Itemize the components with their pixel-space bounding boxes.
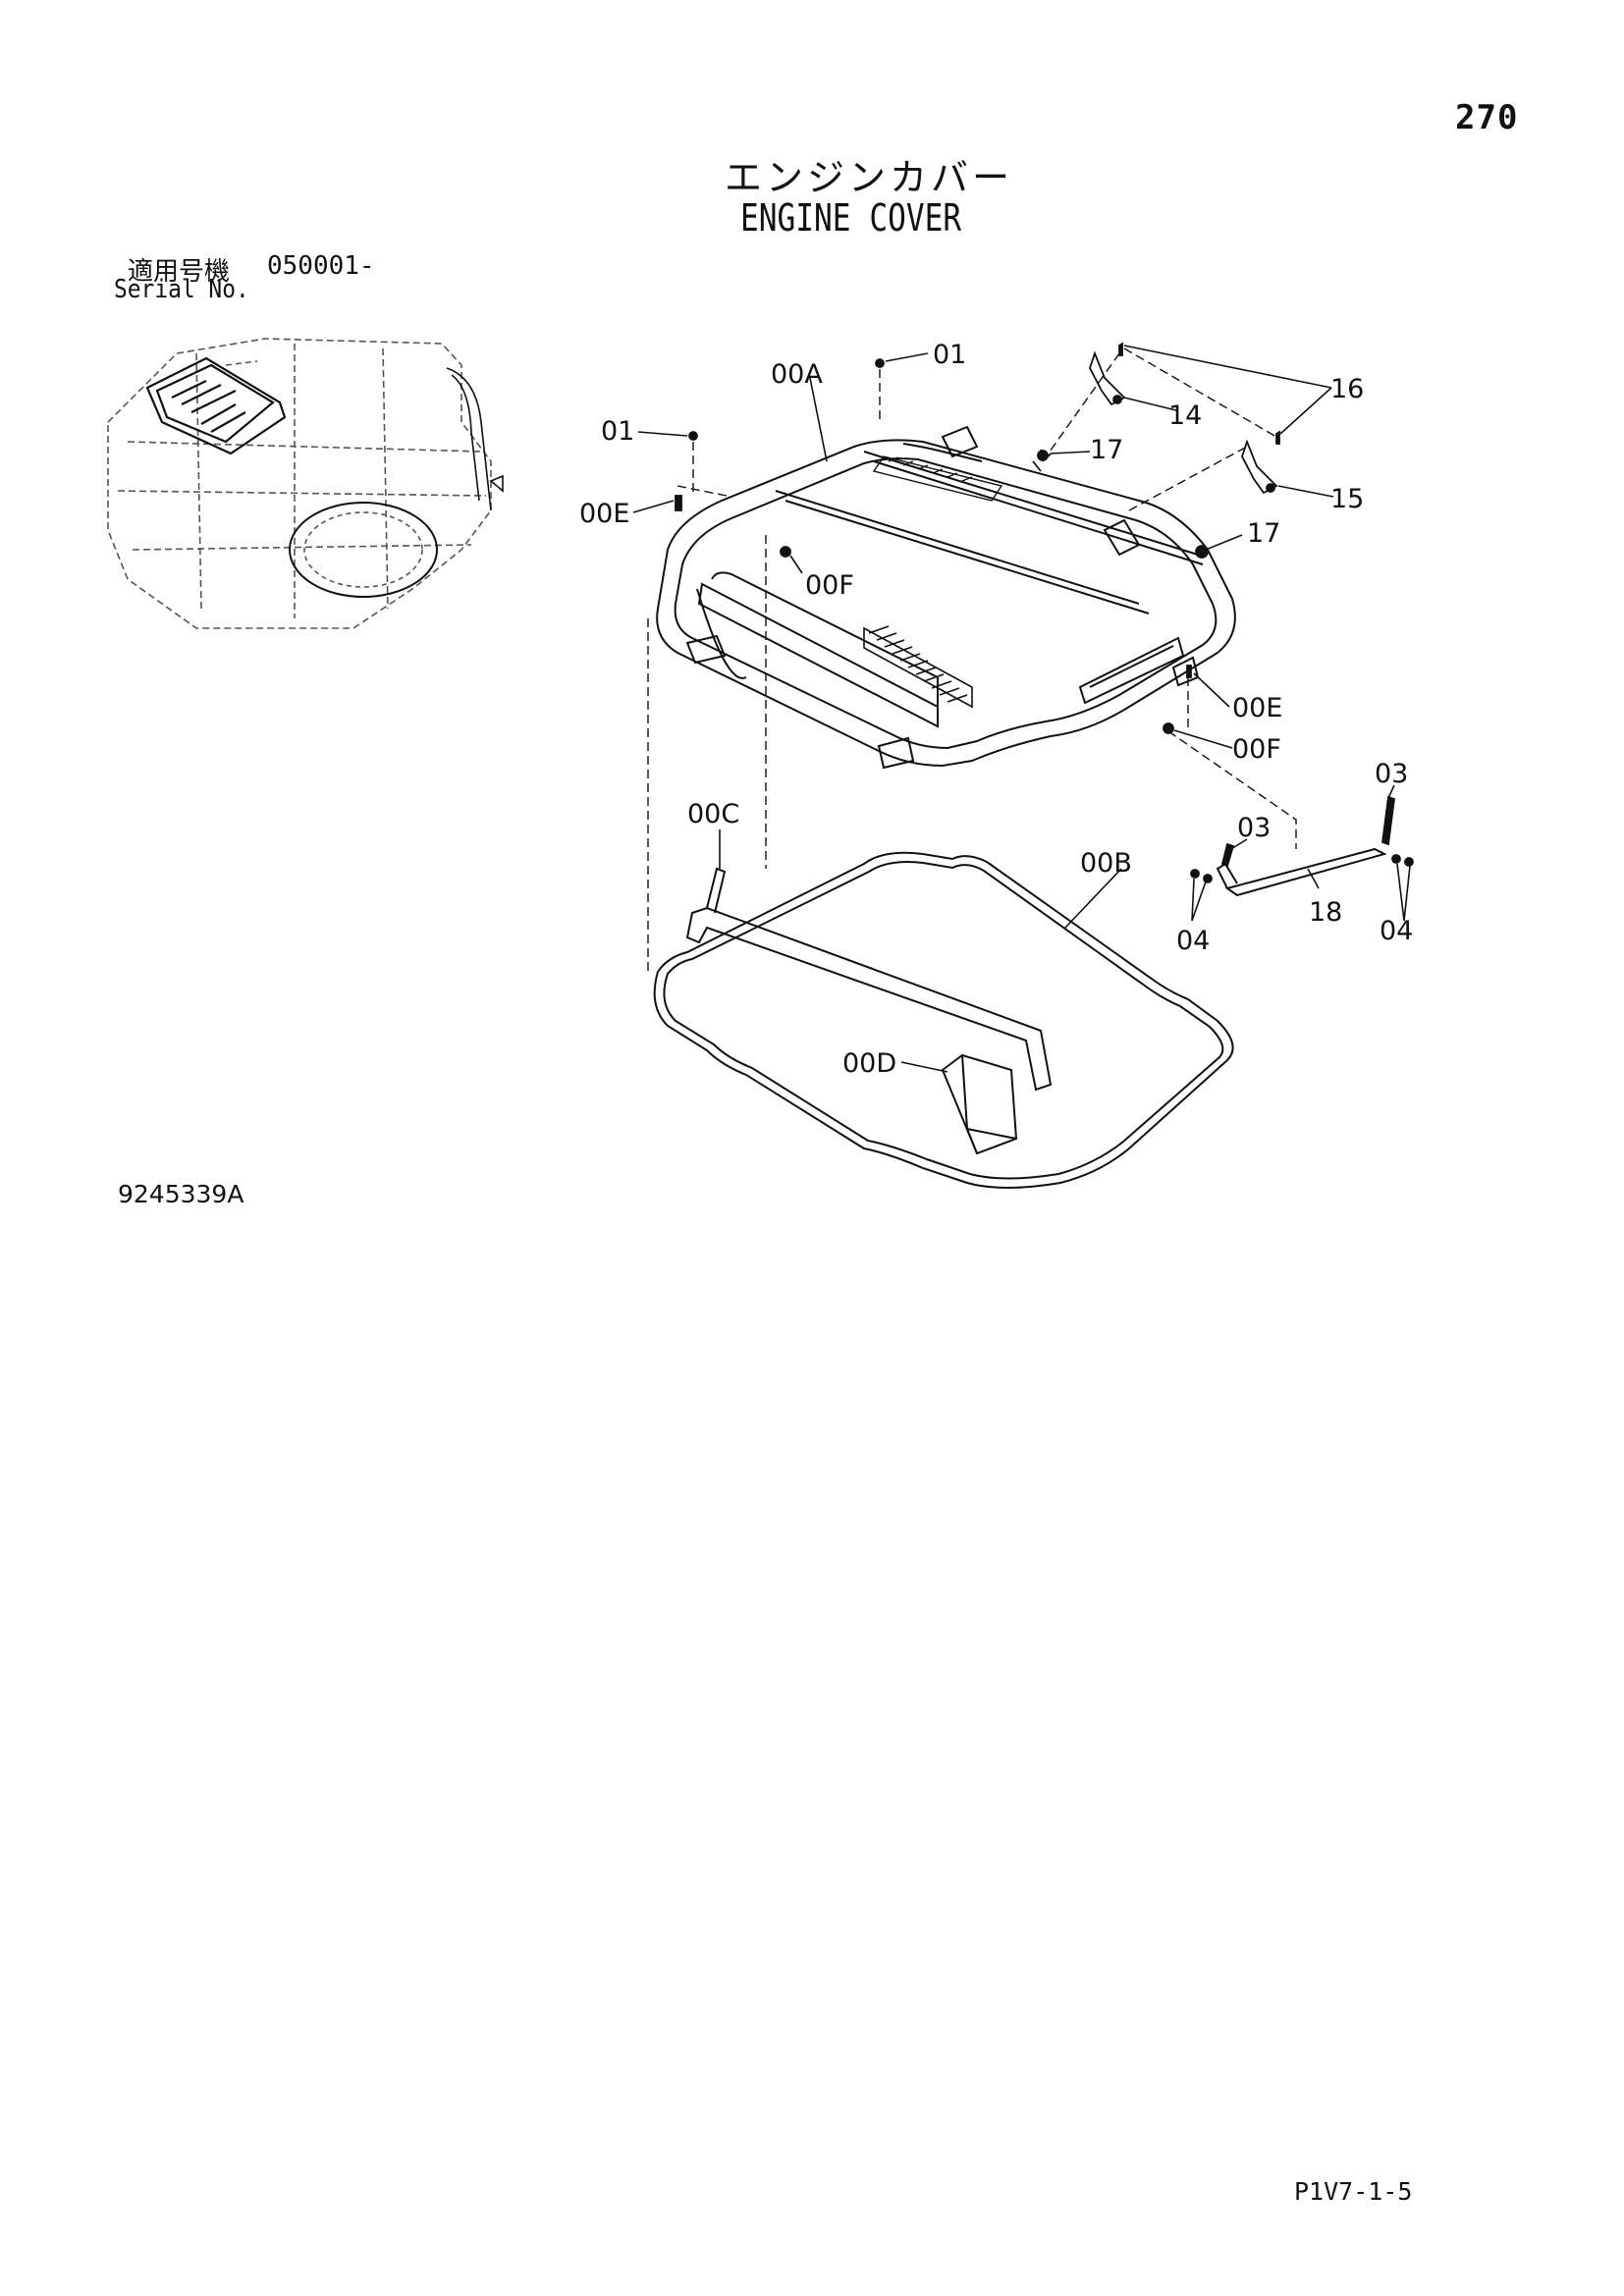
serial-label-english: Serial No. [114, 275, 249, 304]
part-callouts: 01 01 00A 16 14 17 15 17 00E 00F 00E 00F… [579, 340, 1413, 1079]
title-japanese: エンジンカバー [725, 156, 1014, 199]
callout-01: 01 [601, 416, 634, 447]
callout-15: 15 [1330, 484, 1364, 514]
callout-04: 04 [1380, 916, 1413, 946]
page-code: P1V7-1-5 [1294, 2177, 1413, 2206]
engine-cover-part [656, 425, 1236, 770]
assembly-lines [647, 347, 1297, 972]
serial-code: 050001- [267, 251, 375, 281]
callout-00d: 00D [842, 1048, 896, 1079]
callout-00e: 00E [579, 499, 629, 529]
stay-rod-part-18 [1216, 847, 1387, 897]
seal-part-00b [653, 851, 1234, 1189]
callout-01: 01 [933, 340, 966, 370]
title-english: ENGINE COVER [740, 196, 962, 240]
callout-03: 03 [1375, 759, 1408, 789]
callout-18: 18 [1309, 897, 1342, 928]
callout-17: 17 [1090, 435, 1123, 465]
callout-16: 16 [1330, 374, 1364, 404]
callout-03: 03 [1237, 813, 1271, 843]
seal-part-00d [941, 1053, 1018, 1155]
page-number: 270 [1455, 98, 1519, 137]
callout-04: 04 [1176, 926, 1210, 956]
drawing-number: 9245339A [118, 1180, 244, 1208]
serial-label-japanese: 適用号機 [128, 257, 231, 287]
callout-00a: 00A [771, 359, 823, 390]
callout-00b: 00B [1080, 848, 1132, 879]
machine-locator-thumbnail [107, 338, 504, 629]
callout-14: 14 [1168, 400, 1202, 431]
seal-part-00c [685, 867, 1053, 1092]
callout-00c: 00C [687, 799, 739, 829]
callout-00e: 00E [1232, 693, 1282, 723]
leader-lines [632, 345, 1411, 1073]
hardware-parts [675, 342, 1414, 883]
callout-00f: 00F [805, 570, 854, 601]
callout-17: 17 [1247, 518, 1280, 549]
callout-00f: 00F [1232, 734, 1281, 765]
